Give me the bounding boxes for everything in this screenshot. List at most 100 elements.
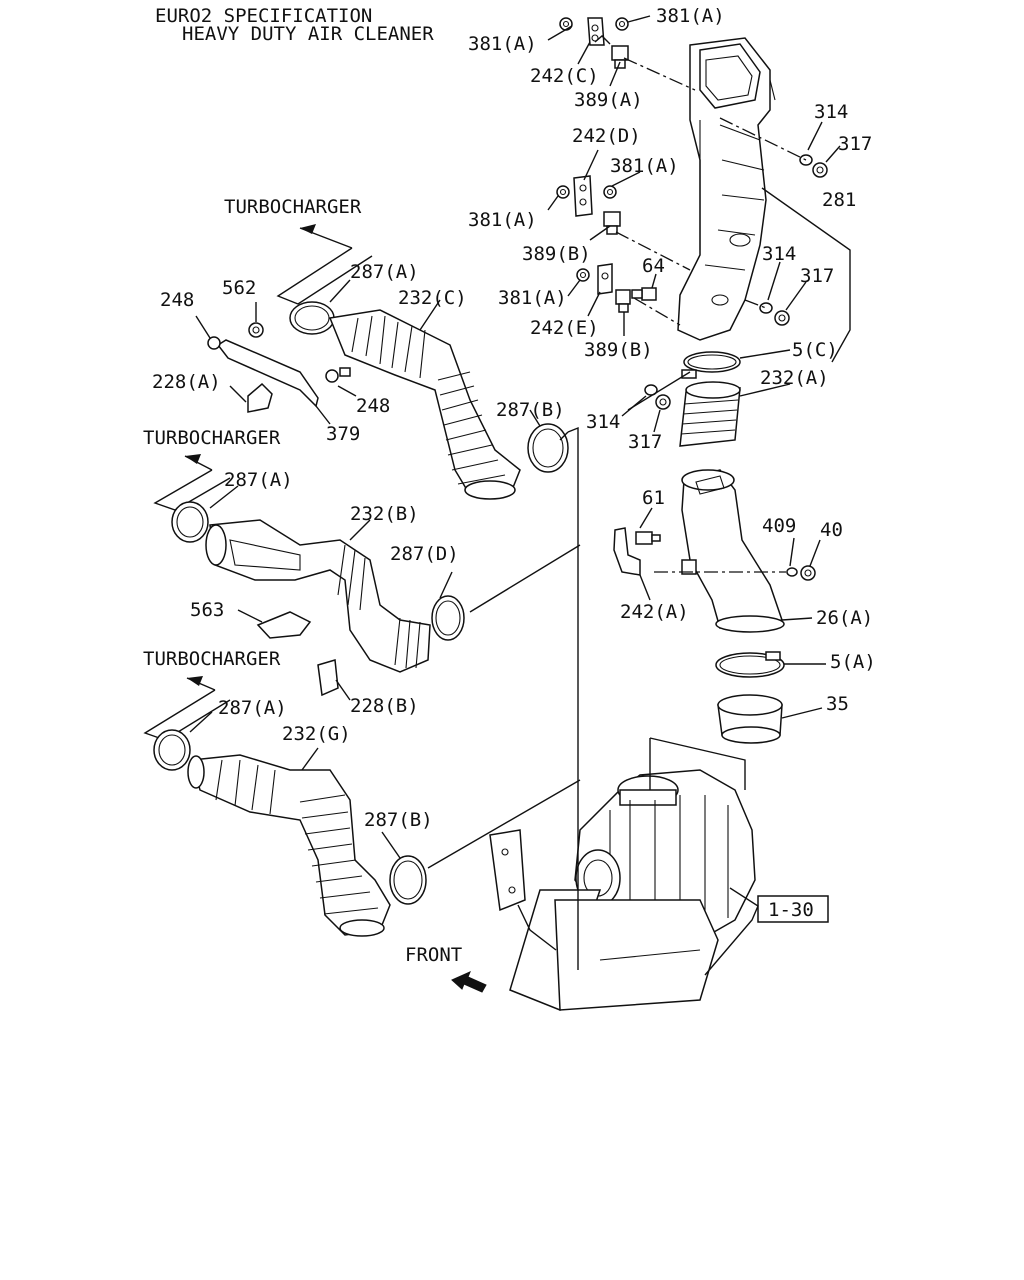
callout-381a-4: 381(A) [468, 209, 537, 231]
callout-287a-3: 287(A) [218, 697, 287, 719]
hose-379 [216, 339, 319, 408]
callout-242a: 242(A) [620, 601, 689, 623]
turbocharger-label-2: TURBOCHARGER [143, 427, 281, 449]
callout-562: 562 [222, 277, 256, 299]
clamp-287b-top [527, 423, 569, 473]
callout-314-2: 314 [762, 243, 796, 265]
nut-381a-mid-left [556, 185, 570, 199]
bolt-61 [635, 531, 661, 545]
callout-232b: 232(B) [350, 503, 419, 525]
callout-64: 64 [642, 255, 665, 277]
callout-287a-2: 287(A) [224, 469, 293, 491]
callout-248-2: 248 [356, 395, 390, 417]
washer-409 [786, 567, 798, 577]
connection-lines [427, 35, 851, 970]
clamp-287a-mid [171, 501, 209, 543]
callout-242c: 242(C) [530, 65, 599, 87]
header-line-2: HEAVY DUTY AIR CLEANER [182, 23, 434, 45]
turbocharger-arrow-1-icon [276, 224, 373, 305]
callout-317-3: 317 [628, 431, 662, 453]
header-line-1: EURO2 SPECIFICATION [155, 5, 372, 27]
callout-287b-1: 287(B) [496, 399, 565, 421]
callout-248-1: 248 [160, 289, 194, 311]
front-arrow-icon [451, 971, 487, 993]
clip-248-left [207, 336, 221, 350]
adapter-ring-35 [717, 694, 783, 744]
reference-box-label: 1-30 [768, 899, 814, 921]
callout-281: 281 [822, 189, 856, 211]
mount-389b-lower [615, 289, 631, 313]
reference-box-leader [704, 887, 759, 976]
turbocharger-label-3: TURBOCHARGER [143, 648, 281, 670]
callout-381a-1: 381(A) [468, 33, 537, 55]
callout-232a: 232(A) [760, 367, 829, 389]
front-label: FRONT [405, 944, 462, 966]
reference-box-frame [757, 895, 829, 923]
nut-381a-lower [576, 268, 590, 282]
duct-232g [187, 754, 391, 937]
leader-lines [189, 15, 841, 859]
callout-228a: 228(A) [152, 371, 221, 393]
clamp-5c [681, 351, 741, 379]
air-cleaner-housing [489, 769, 756, 1011]
turbocharger-label-1: TURBOCHARGER [224, 196, 362, 218]
callout-389b-2: 389(B) [584, 339, 653, 361]
washer-314-lower [644, 384, 658, 396]
clamp-287b-lower [389, 855, 427, 905]
turbocharger-arrow-2-icon [153, 454, 231, 511]
nut-317-mid [774, 310, 790, 326]
callout-379: 379 [326, 423, 360, 445]
callout-314-1: 314 [814, 101, 848, 123]
callout-381a-2: 381(A) [656, 5, 725, 27]
clamp-287a-top [289, 301, 335, 335]
callout-40: 40 [820, 519, 843, 541]
callout-5a: 5(A) [830, 651, 876, 673]
nut-381a-top-left [559, 17, 573, 31]
callout-26a: 26(A) [816, 607, 873, 629]
callout-287a-1: 287(A) [350, 261, 419, 283]
callout-242d: 242(D) [572, 125, 641, 147]
clip-563 [256, 611, 312, 639]
callout-5c: 5(C) [792, 339, 838, 361]
callout-287d: 287(D) [390, 543, 459, 565]
turbocharger-arrow-3-icon [143, 676, 231, 741]
callout-61: 61 [642, 487, 665, 509]
mount-389b-upper [603, 211, 621, 235]
duct-232c [328, 309, 521, 500]
bracket-228a [247, 382, 273, 413]
callout-35: 35 [826, 693, 849, 715]
mount-389a [611, 45, 629, 69]
clip-248-right [325, 367, 351, 383]
washer-314-mid [759, 302, 773, 314]
nut-381a-mid-right [603, 185, 617, 199]
callout-242e: 242(E) [530, 317, 599, 339]
bracket-242a [613, 527, 641, 576]
bracket-242e [597, 263, 613, 295]
bracket-228b [317, 659, 339, 697]
callout-389a: 389(A) [574, 89, 643, 111]
callout-314-3: 314 [586, 411, 620, 433]
elbow-pipe-26a [681, 469, 785, 633]
sleeve-232a [679, 381, 741, 447]
duct-232b [205, 519, 431, 673]
clamp-287d [431, 595, 465, 641]
clamp-287a-lower [153, 729, 191, 771]
nut-381a-top-right [615, 17, 629, 31]
callout-381a-3: 381(A) [610, 155, 679, 177]
callout-287b-2: 287(B) [364, 809, 433, 831]
nut-317-lower [655, 394, 671, 410]
nut-562 [248, 322, 264, 338]
callout-317-1: 317 [838, 133, 872, 155]
nut-317-upper [812, 162, 828, 178]
callout-232c: 232(C) [398, 287, 467, 309]
callout-232g: 232(G) [282, 723, 351, 745]
callout-labels: 381(A) 381(A) 242(C) 389(A) 314 317 242(… [152, 5, 876, 831]
callout-563: 563 [190, 599, 224, 621]
bolt-64 [631, 287, 657, 301]
nut-40 [800, 565, 816, 581]
callout-381a-5: 381(A) [498, 287, 567, 309]
bracket-242d [573, 175, 593, 217]
callout-409: 409 [762, 515, 796, 537]
